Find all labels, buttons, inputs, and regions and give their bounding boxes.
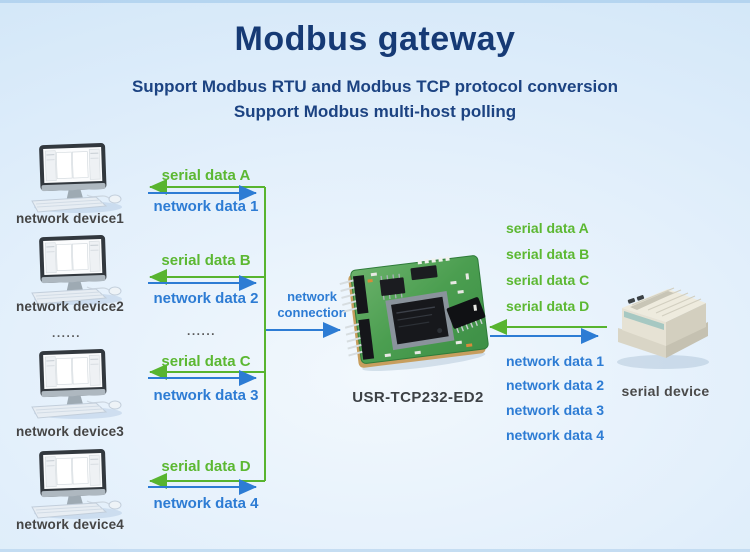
network-data-1-label: network data 1 [153,198,259,215]
network-connection-line2: connection [277,305,347,321]
page-title: Modbus gateway [234,20,516,58]
serial-data-d-label: serial data D [161,458,251,475]
network-device-icon [31,235,123,306]
right-network-data-4-label: network data 4 [506,427,605,443]
serial-data-c-label: serial data C [161,353,251,370]
network-data-3-label: network data 3 [153,387,259,404]
network-device-3-label: network device3 [15,424,125,439]
ellipsis-devices: ...... [52,326,82,340]
serial-device-label: serial device [621,383,710,399]
serial-data-a-label: serial data A [161,167,251,184]
main-chip [385,291,455,351]
network-data-2-label: network data 2 [153,290,259,307]
top-edge-strip [0,0,750,3]
network-device-icon [31,143,123,214]
network-device-4-label: network device4 [15,517,125,532]
right-network-data-3-label: network data 3 [506,402,605,418]
network-connection-label: network connection [268,289,356,322]
right-serial-data-b-label: serial data B [506,246,590,262]
right-serial-data-c-label: serial data C [506,272,590,288]
network-device-icon [31,449,123,520]
right-serial-data-a-label: serial data A [506,220,589,236]
network-connection-line1: network [287,289,337,304]
gateway-model-label: USR-TCP232-ED2 [352,389,484,406]
serial-data-b-label: serial data B [161,252,251,269]
network-device-icon [31,349,123,420]
network-data-4-label: network data 4 [153,495,259,512]
network-device-2-label: network device2 [15,299,125,314]
right-network-data-2-label: network data 2 [506,377,605,393]
serial-device-printer-icon [617,287,709,369]
pin-header [339,275,375,360]
ellipsis-links: ...... [187,324,217,338]
subtitle-protocol-conversion: Support Modbus RTU and Modbus TCP protoc… [131,77,619,96]
gateway-pcb-module-image [339,255,489,372]
subtitle-multihost-polling: Support Modbus multi-host polling [233,102,517,121]
right-serial-data-d-label: serial data D [506,298,590,314]
bottom-edge-strip [0,549,750,552]
network-device-1-label: network device1 [15,211,125,226]
right-network-data-1-label: network data 1 [506,353,605,369]
